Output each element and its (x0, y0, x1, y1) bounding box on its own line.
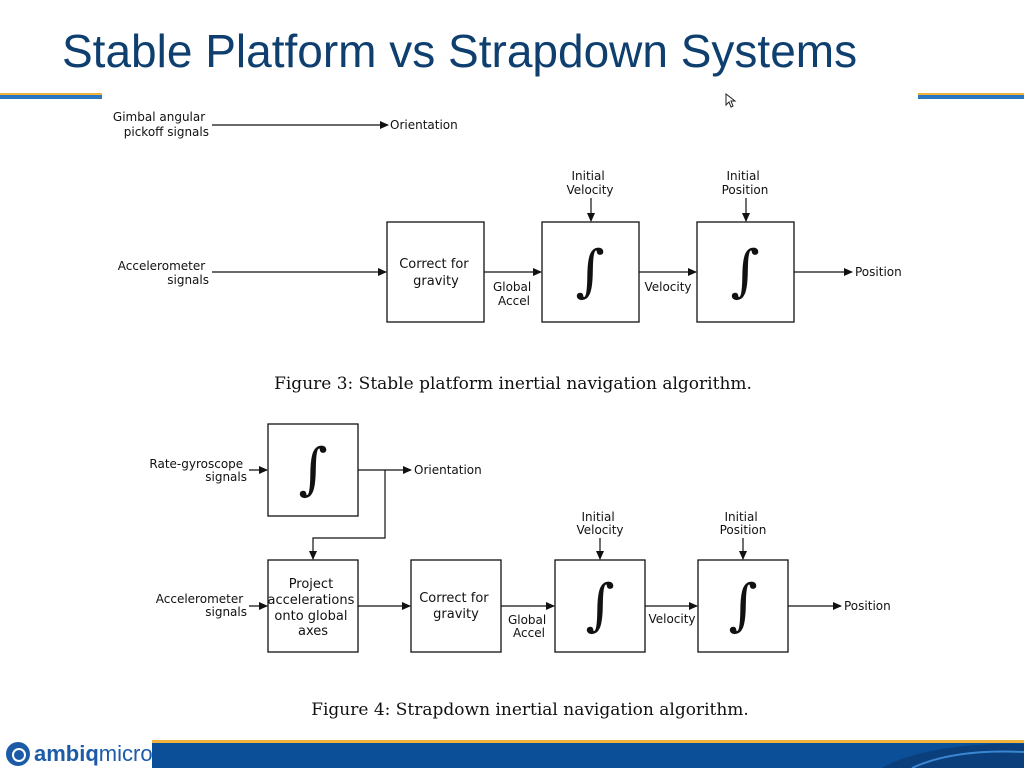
mouse-cursor-icon (725, 93, 737, 108)
logo-text-light: micro (98, 741, 153, 766)
fig4-gravity-box (410, 559, 502, 653)
fig4-position-integral-symbol: ∫ (728, 573, 757, 638)
title-rule-right (918, 93, 1024, 99)
fig3-initial-velocity-label: Initial Velocity (566, 169, 613, 197)
ambiq-logo: ambiq micro (6, 740, 153, 768)
fig4-project-box-label: Project accelerations onto global axes (268, 577, 359, 639)
figure-3: Gimbal angular pickoff signals Orientati… (113, 110, 902, 394)
fig4-accel-label: Accelerometer signals (156, 592, 247, 619)
fig4-initial-position-label: Initial Position (720, 510, 767, 537)
fig3-velocity-label: Velocity (644, 280, 691, 294)
fig3-global-accel-label: Global Accel (493, 280, 535, 308)
fig3-caption: Figure 3: Stable platform inertial navig… (274, 374, 752, 394)
fig4-gyro-label: Rate-gyroscope signals (149, 457, 247, 484)
footer-bar (152, 740, 1024, 768)
fig4-initial-velocity-label: Initial Velocity (576, 510, 623, 537)
fig4-orientation-feed-arrow (309, 470, 386, 560)
fig3-gravity-box (386, 221, 485, 323)
fig4-velocity-integral-symbol: ∫ (585, 573, 614, 638)
fig3-gimbal-label: Gimbal angular pickoff signals (113, 110, 209, 139)
footer-swoosh-decoration (882, 743, 1024, 768)
slide-title: Stable Platform vs Strapdown Systems (62, 25, 858, 77)
fig4-position-label: Position (844, 599, 891, 613)
fig3-initial-position-label: Initial Position (722, 169, 769, 197)
fig4-orientation-integral-symbol: ∫ (298, 437, 327, 502)
figure-4: Rate-gyroscope signals ∫ Orientation Acc… (149, 423, 891, 720)
fig3-position-integral-symbol: ∫ (730, 239, 759, 304)
fig4-caption: Figure 4: Strapdown inertial navigation … (311, 700, 749, 720)
title-rule-left (0, 93, 102, 99)
fig4-gravity-box-label: Correct for gravity (419, 591, 493, 622)
logo-text-bold: ambiq (34, 741, 99, 766)
fig3-gravity-box-label: Correct for gravity (399, 257, 473, 289)
fig3-position-label: Position (855, 265, 902, 279)
fig3-orientation-label: Orientation (390, 118, 458, 132)
fig3-velocity-integral-symbol: ∫ (575, 239, 604, 304)
fig4-velocity-label: Velocity (648, 612, 695, 626)
ambiq-logo-icon (6, 742, 30, 766)
fig4-global-accel-label: Global Accel (508, 613, 550, 640)
fig3-accel-label: Accelerometer signals (118, 259, 209, 287)
fig4-orientation-label: Orientation (414, 463, 482, 477)
